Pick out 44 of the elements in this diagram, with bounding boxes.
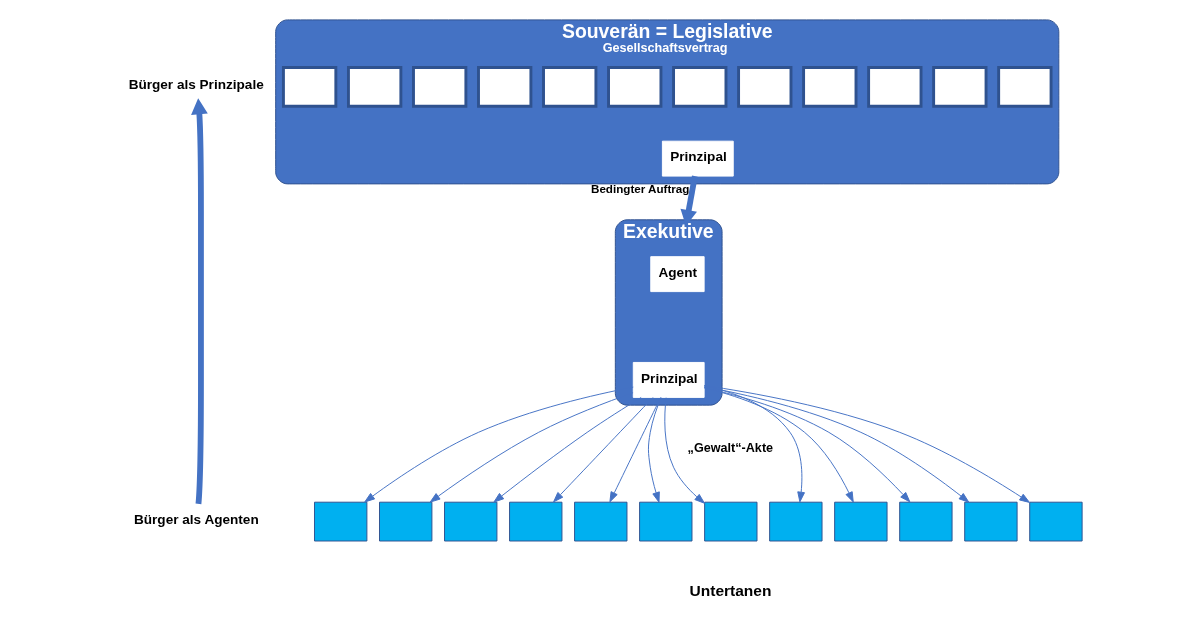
arrow xyxy=(703,385,1030,503)
arrow xyxy=(663,397,705,504)
node-box xyxy=(281,65,337,108)
node-box xyxy=(378,501,432,542)
arrow xyxy=(703,387,910,503)
node-box xyxy=(1028,501,1083,542)
node-box xyxy=(898,501,953,542)
label: „Gewalt“-Akte xyxy=(687,441,773,456)
node-box xyxy=(963,501,1018,542)
node-box xyxy=(541,65,597,108)
arrow xyxy=(363,386,634,503)
node-box xyxy=(736,65,792,108)
node-box xyxy=(996,65,1052,108)
arrow xyxy=(492,396,642,503)
node-box xyxy=(768,501,823,542)
node-box xyxy=(931,65,987,108)
node-box: Prinzipal xyxy=(661,140,734,177)
node-box xyxy=(833,501,888,542)
node-text: Bürger als Prinzipale xyxy=(128,77,264,93)
node-box xyxy=(346,65,402,108)
node-box: Agent xyxy=(649,256,705,293)
node-box: Prinzipal xyxy=(632,361,705,398)
node-box xyxy=(508,501,562,542)
node-box xyxy=(443,501,497,542)
label: Untertanen xyxy=(689,582,771,600)
node-box xyxy=(313,501,367,542)
arrow xyxy=(429,392,634,503)
node-box xyxy=(866,65,922,108)
node-box xyxy=(476,65,532,108)
node-box xyxy=(606,65,662,108)
arrow xyxy=(608,396,661,503)
node-box xyxy=(671,65,727,108)
arrow xyxy=(647,397,662,503)
node-box xyxy=(703,501,757,542)
node-box xyxy=(573,501,627,542)
node-box xyxy=(411,65,467,108)
arrow xyxy=(552,396,653,503)
arrow xyxy=(190,98,208,505)
edge-label: Bedingter Auftrag xyxy=(590,182,689,196)
node-box xyxy=(801,65,857,108)
node-text: Bürger als Agenten xyxy=(133,512,259,528)
arrow xyxy=(703,387,854,503)
node-box xyxy=(638,501,692,542)
arrow xyxy=(703,386,969,503)
